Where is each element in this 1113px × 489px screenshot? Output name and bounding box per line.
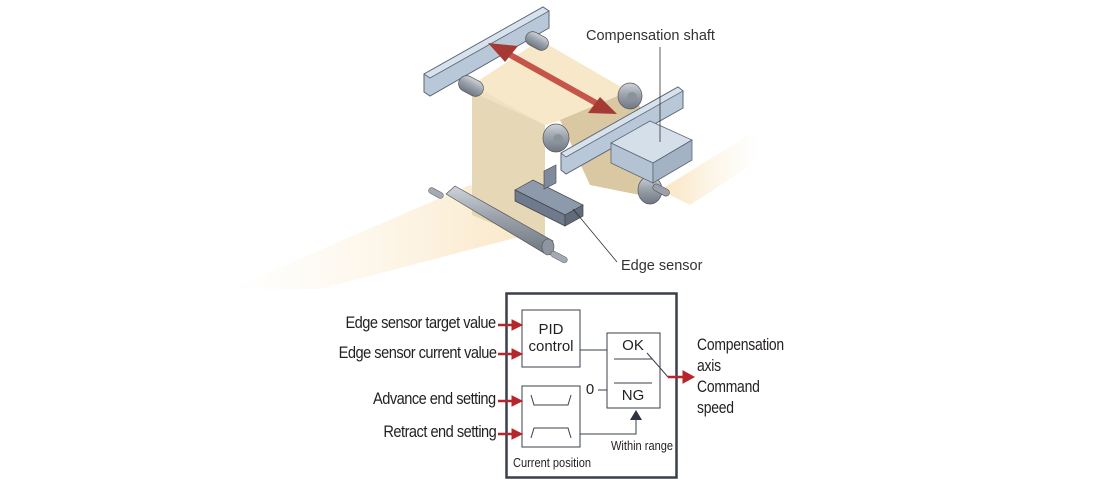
input-label-edge-sensor-current: Edge sensor current value (338, 343, 496, 362)
output-label-line4: speed (697, 398, 734, 417)
paper-web-lower (230, 185, 545, 289)
control-block-diagram (498, 292, 696, 479)
input-label-edge-sensor-target: Edge sensor target value (345, 313, 497, 332)
left-frame-plate (423, 6, 550, 97)
compensation-shaft-label: Compensation shaft (586, 28, 715, 44)
ok-ng-switch-box (606, 332, 661, 409)
within-range-arrowhead (630, 410, 642, 420)
output-label: Compensation axis Command speed (697, 334, 784, 418)
leader-edge-sensor (572, 208, 618, 263)
input-label-advance-end: Advance end setting (373, 389, 496, 408)
pid-control-box (521, 309, 581, 368)
input-row-advance: Advance end setting (200, 389, 496, 413)
ok-label: OK (622, 337, 644, 354)
ng-label: NG (621, 387, 645, 404)
input-row-target: Edge sensor target value (200, 313, 497, 337)
motion-arrow (488, 43, 617, 114)
current-position-label: Current position (513, 455, 592, 470)
output-arrow (668, 370, 696, 384)
right-frame-plate (560, 86, 684, 175)
edge-sensor-label: Edge sensor (621, 258, 703, 274)
input-row-current: Edge sensor current value (200, 343, 496, 367)
zero-label: 0 (585, 381, 595, 398)
pid-label-line1: PID (538, 321, 564, 338)
retract-end-glyph (530, 427, 572, 439)
output-label-line1: Compensation (697, 335, 784, 354)
advance-end-glyph (530, 394, 572, 406)
paper-web-right (660, 128, 760, 205)
edge-sensor (514, 164, 584, 227)
roller-top-front (458, 75, 484, 97)
compensation-shaft-actuator (610, 120, 693, 184)
input-label-retract-end: Retract end setting (383, 422, 496, 441)
within-range-label: Within range (611, 438, 674, 453)
pid-label: PID control (522, 321, 580, 355)
pid-label-line2: control (528, 338, 574, 355)
input-arrows (498, 319, 524, 440)
roller-mid-left (542, 123, 570, 153)
input-row-retract: Retract end setting (200, 422, 496, 446)
within-range-line (580, 420, 637, 435)
roller-top-back (525, 31, 549, 51)
roller-bottom (428, 185, 568, 264)
output-label-line2: axis (697, 356, 721, 375)
output-label-line3: Command (697, 377, 760, 396)
roller-mid-right (617, 82, 643, 110)
